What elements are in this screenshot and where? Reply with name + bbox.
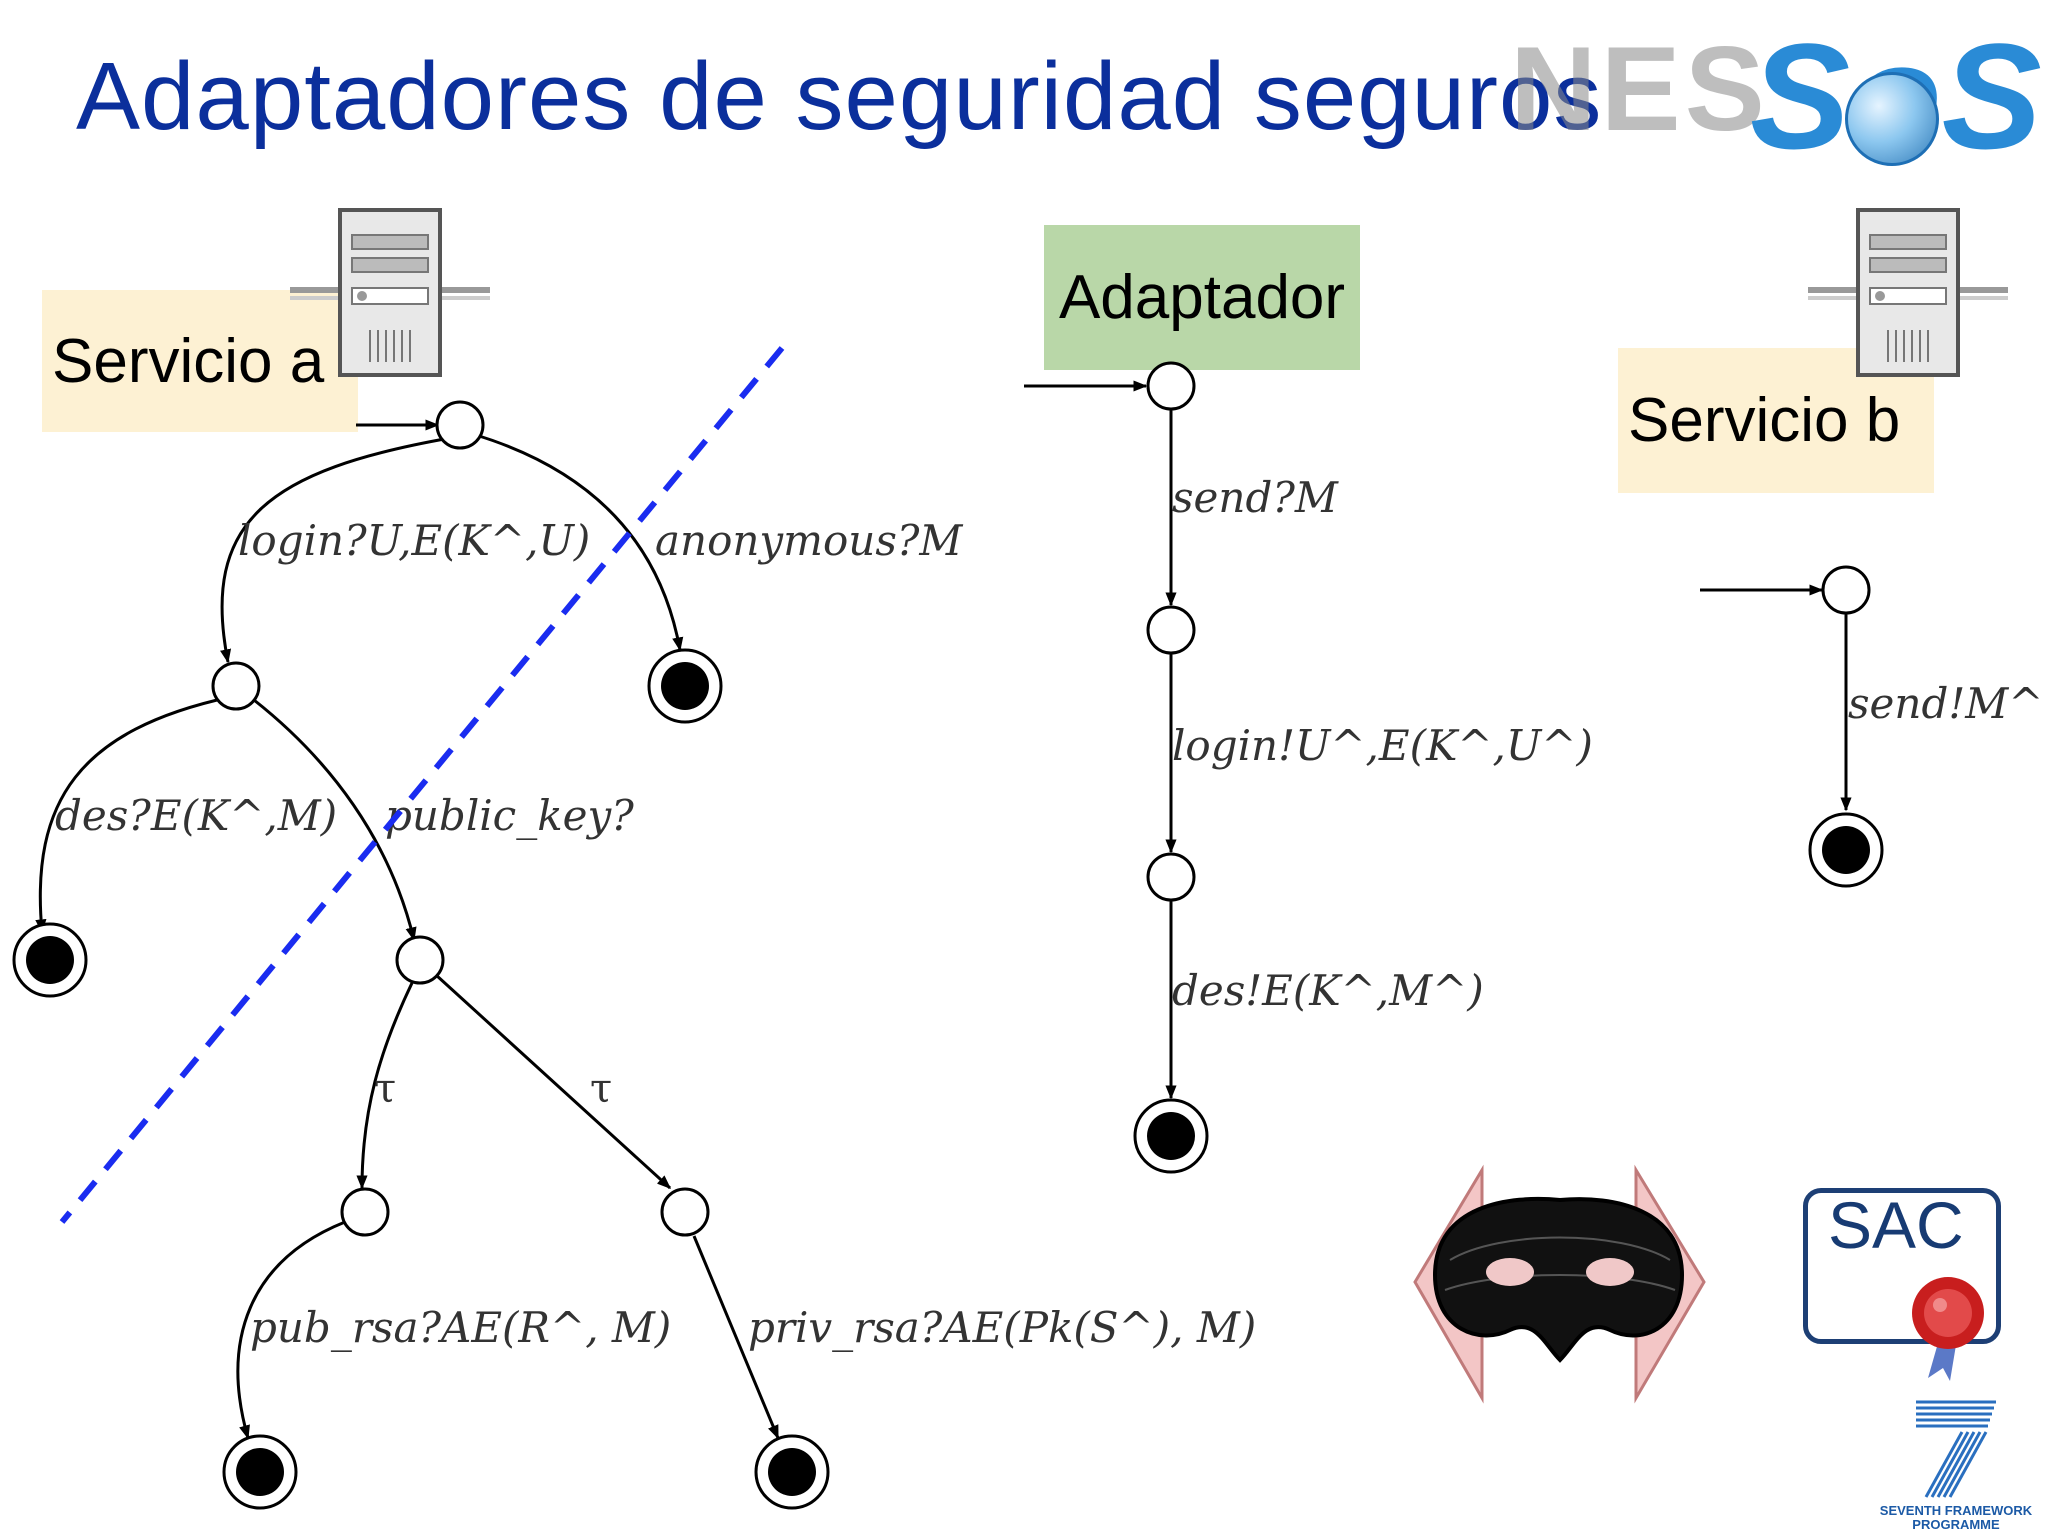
edge-label-login: login?U,E(K^,U) xyxy=(238,516,590,565)
server-icon xyxy=(290,208,490,377)
state xyxy=(395,935,445,985)
globe-icon xyxy=(1845,72,1939,166)
edge-label-des-out: des!E(K^,M^) xyxy=(1172,966,1484,1015)
state xyxy=(435,400,485,450)
edge-label-tau1: τ xyxy=(374,1066,396,1112)
edge-label-login-out: login!U^,E(K^,U^) xyxy=(1172,721,1593,770)
edge-label-send-out: send!M^ xyxy=(1848,679,2043,728)
edge-anonymous xyxy=(475,433,684,652)
fp7-seven-icon xyxy=(1916,1400,1996,1498)
edge-label-des: des?E(K^,M) xyxy=(55,791,337,840)
edge-label-send-in: send?M xyxy=(1172,473,1339,522)
state xyxy=(1821,565,1871,615)
sac-label: SAC xyxy=(1828,1188,1964,1262)
server-icon xyxy=(1808,208,2008,377)
edge-label-public-key: public_key? xyxy=(385,791,634,840)
fp7-logo: SEVENTH FRAMEWORK PROGRAMME xyxy=(1876,1392,2036,1532)
state xyxy=(660,1187,710,1237)
edge-label-priv-rsa: priv_rsa?AE(Pk(S^), M) xyxy=(748,1303,1256,1352)
page-title: Adaptadores de seguridad seguros xyxy=(76,43,1603,150)
mask-icon xyxy=(1413,1164,1706,1404)
servicio-a-label: Servicio a xyxy=(42,290,358,432)
logo-text-gray: NES xyxy=(1510,22,1769,156)
edge-public-key xyxy=(253,698,417,942)
edge-pub-rsa xyxy=(236,1220,346,1440)
state xyxy=(1146,605,1196,655)
edge-tau1 xyxy=(356,982,414,1190)
adaptador-label: Adaptador xyxy=(1044,225,1360,370)
state xyxy=(1146,361,1196,411)
edge-label-pub-rsa: pub_rsa?AE(R^, M) xyxy=(250,1303,671,1352)
edge-label-tau2: τ xyxy=(590,1066,612,1112)
edge-label-anonymous: anonymous?M xyxy=(655,516,963,565)
fp7-line1: SEVENTH FRAMEWORK xyxy=(1879,1503,2033,1518)
state xyxy=(211,661,261,711)
fp7-line2: PROGRAMME xyxy=(1912,1517,2000,1532)
edge-priv-rsa xyxy=(692,1235,780,1440)
edge-tau2 xyxy=(434,973,672,1190)
seal-icon xyxy=(1912,1277,1984,1381)
nessos-logo: NES SoS xyxy=(1500,12,2042,185)
sac-certificate: SAC xyxy=(1803,1188,2001,1381)
state xyxy=(1146,852,1196,902)
edge-login xyxy=(220,436,451,664)
edge-des xyxy=(35,695,231,934)
dashed-separator xyxy=(59,346,785,1224)
state xyxy=(340,1187,390,1237)
